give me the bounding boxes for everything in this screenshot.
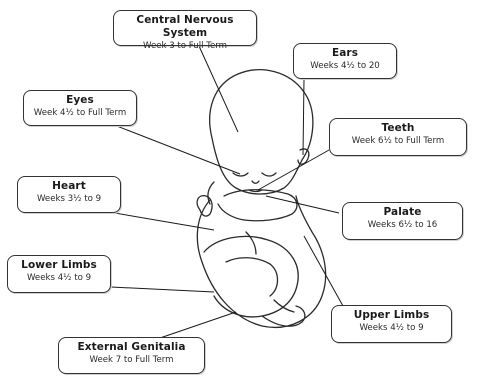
label-ears: Ears Weeks 4½ to 20 <box>293 43 397 79</box>
label-title: Eyes <box>28 94 132 107</box>
fetus-arm-lower <box>218 204 244 220</box>
label-range: Weeks 4½ to 9 <box>12 272 106 284</box>
fetus-shin <box>214 280 298 317</box>
leader-lines <box>103 46 343 338</box>
label-upper-limbs: Upper Limbs Weeks 4½ to 9 <box>331 305 452 343</box>
fetus-nose <box>252 181 259 183</box>
label-range: Weeks 4½ to 20 <box>298 60 392 72</box>
fetus-hand <box>197 196 212 216</box>
label-central-nervous-system: Central Nervous System Week 3 to Full Te… <box>113 10 257 46</box>
label-palate: Palate Weeks 6½ to 16 <box>342 202 463 240</box>
label-title: Central Nervous System <box>118 14 252 40</box>
fetus-eye-left <box>233 173 248 176</box>
leader-genitalia <box>160 312 236 338</box>
leader-cns <box>199 46 238 132</box>
label-range: Week 3 to Full Term <box>118 40 252 52</box>
label-teeth: Teeth Week 6½ to Full Term <box>329 118 467 156</box>
fetus-leg-fold <box>226 258 278 296</box>
label-range: Week 4½ to Full Term <box>28 107 132 119</box>
label-range: Weeks 4½ to 9 <box>336 322 447 334</box>
fetus-eye-right <box>262 173 276 176</box>
fetus-body <box>197 196 325 327</box>
fetus-head <box>210 70 313 194</box>
fetus-foot <box>262 306 305 326</box>
leader-heart <box>103 211 214 230</box>
leader-palate <box>266 196 339 213</box>
label-lower-limbs: Lower Limbs Weeks 4½ to 9 <box>7 255 111 293</box>
label-title: Teeth <box>334 122 462 135</box>
label-range: Weeks 6½ to 16 <box>347 219 458 231</box>
leader-teeth <box>258 150 329 190</box>
label-title: External Genitalia <box>63 341 200 354</box>
leader-upper-limbs <box>304 236 343 306</box>
label-heart: Heart Weeks 3½ to 9 <box>17 176 121 213</box>
label-title: Upper Limbs <box>336 309 447 322</box>
leader-lower-limbs <box>111 287 214 292</box>
label-title: Heart <box>22 180 116 193</box>
label-range: Week 7 to Full Term <box>63 354 200 366</box>
label-range: Weeks 3½ to 9 <box>22 193 116 205</box>
label-external-genitalia: External Genitalia Week 7 to Full Term <box>58 337 205 374</box>
label-range: Week 6½ to Full Term <box>334 135 462 147</box>
label-title: Ears <box>298 47 392 60</box>
leader-eyes <box>104 121 240 174</box>
label-eyes: Eyes Week 4½ to Full Term <box>23 90 137 126</box>
label-title: Lower Limbs <box>12 259 106 272</box>
label-title: Palate <box>347 206 458 219</box>
